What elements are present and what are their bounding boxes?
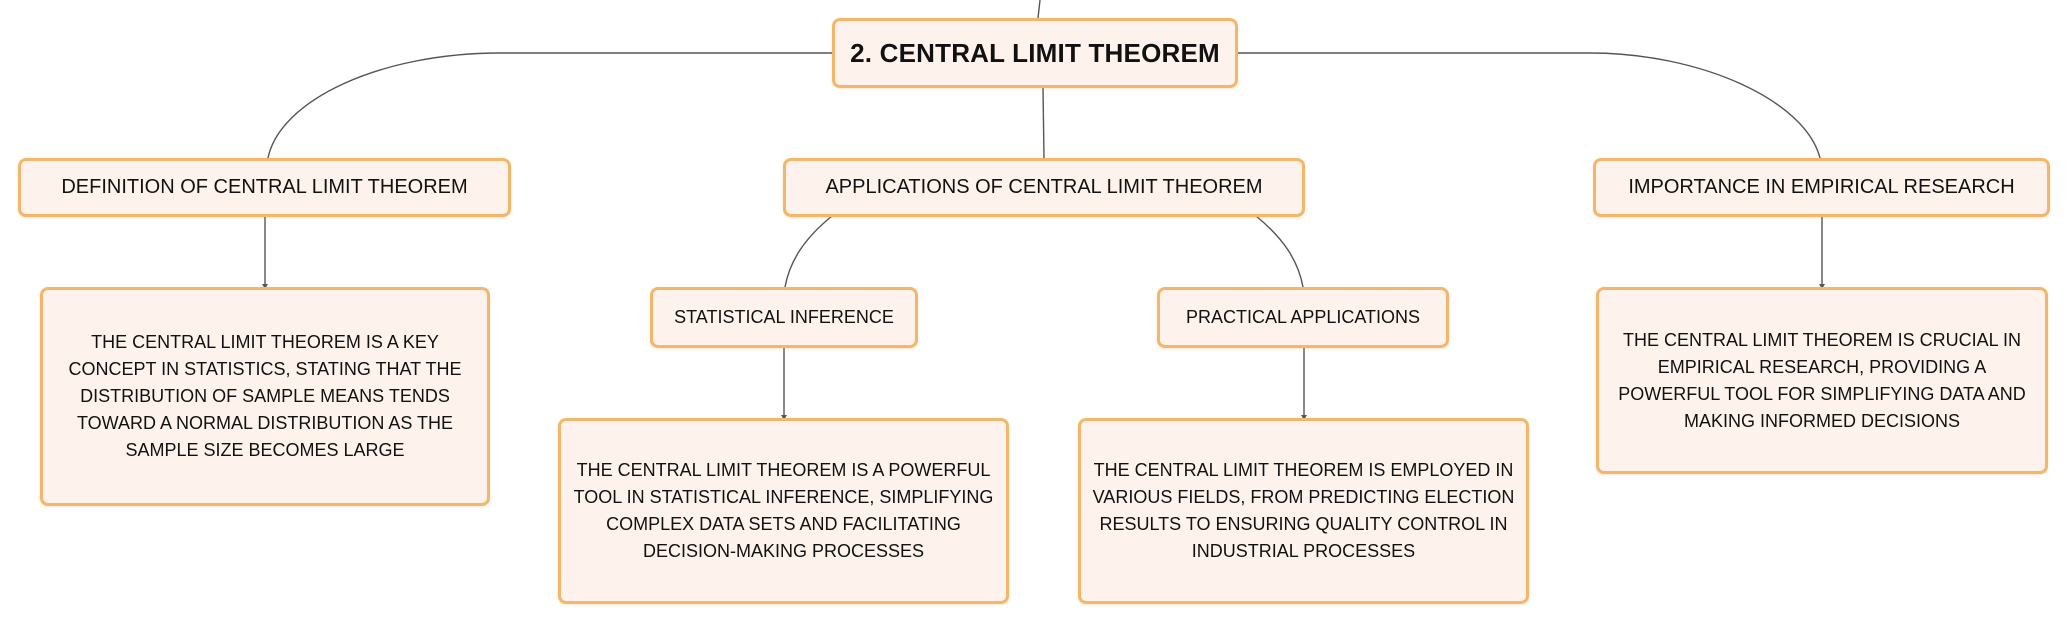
statistical-inference-label: STATISTICAL INFERENCE	[674, 307, 894, 327]
importance-detail-node[interactable]: THE CENTRAL LIMIT THEOREM IS CRUCIAL IN …	[1596, 287, 2048, 474]
importance-label: IMPORTANCE IN EMPIRICAL RESEARCH	[1628, 176, 2015, 198]
practical-applications-node[interactable]: PRACTICAL APPLICATIONS	[1157, 287, 1449, 348]
importance-node[interactable]: IMPORTANCE IN EMPIRICAL RESEARCH	[1593, 158, 2050, 217]
applications-node[interactable]: APPLICATIONS OF CENTRAL LIMIT THEOREM	[783, 158, 1305, 217]
arrowhead-practical-applications-detail	[1301, 415, 1307, 420]
definition-detail-node[interactable]: THE CENTRAL LIMIT THEOREM IS A KEY CONCE…	[40, 287, 490, 506]
statistical-inference-detail-node[interactable]: THE CENTRAL LIMIT THEOREM IS A POWERFUL …	[558, 418, 1009, 604]
connector-applications-to-practical-applications	[1255, 215, 1304, 288]
root-label: 2. CENTRAL LIMIT THEOREM	[850, 37, 1220, 68]
definition-label: DEFINITION OF CENTRAL LIMIT THEOREM	[61, 176, 468, 198]
root-node[interactable]: 2. CENTRAL LIMIT THEOREM	[832, 18, 1238, 88]
arrowhead-statistical-inference-detail	[781, 415, 787, 420]
connector-root-to-applications	[1042, 87, 1045, 159]
definition-detail-text: THE CENTRAL LIMIT THEOREM IS A KEY CONCE…	[68, 332, 462, 460]
connector-parent-to-root	[1037, 0, 1041, 19]
practical-applications-label: PRACTICAL APPLICATIONS	[1185, 307, 1421, 327]
connector-root-to-importance	[1237, 52, 1821, 159]
applications-label: APPLICATIONS OF CENTRAL LIMIT THEOREM	[825, 176, 1263, 198]
connector-root-to-definition	[267, 52, 832, 159]
importance-detail-text: THE CENTRAL LIMIT THEOREM IS CRUCIAL IN …	[1618, 329, 2026, 431]
arrowhead-definition-detail	[262, 284, 268, 289]
practical-applications-detail-node[interactable]: THE CENTRAL LIMIT THEOREM IS EMPLOYED IN…	[1078, 418, 1529, 604]
connector-applications-to-statistical-inference	[784, 215, 833, 288]
arrowhead-importance-detail	[1819, 284, 1825, 289]
statistical-inference-node[interactable]: STATISTICAL INFERENCE	[650, 287, 918, 348]
practical-applications-detail-text: THE CENTRAL LIMIT THEOREM IS EMPLOYED IN…	[1092, 460, 1515, 561]
definition-node[interactable]: DEFINITION OF CENTRAL LIMIT THEOREM	[18, 158, 511, 217]
statistical-inference-detail-text: THE CENTRAL LIMIT THEOREM IS A POWERFUL …	[573, 460, 994, 561]
